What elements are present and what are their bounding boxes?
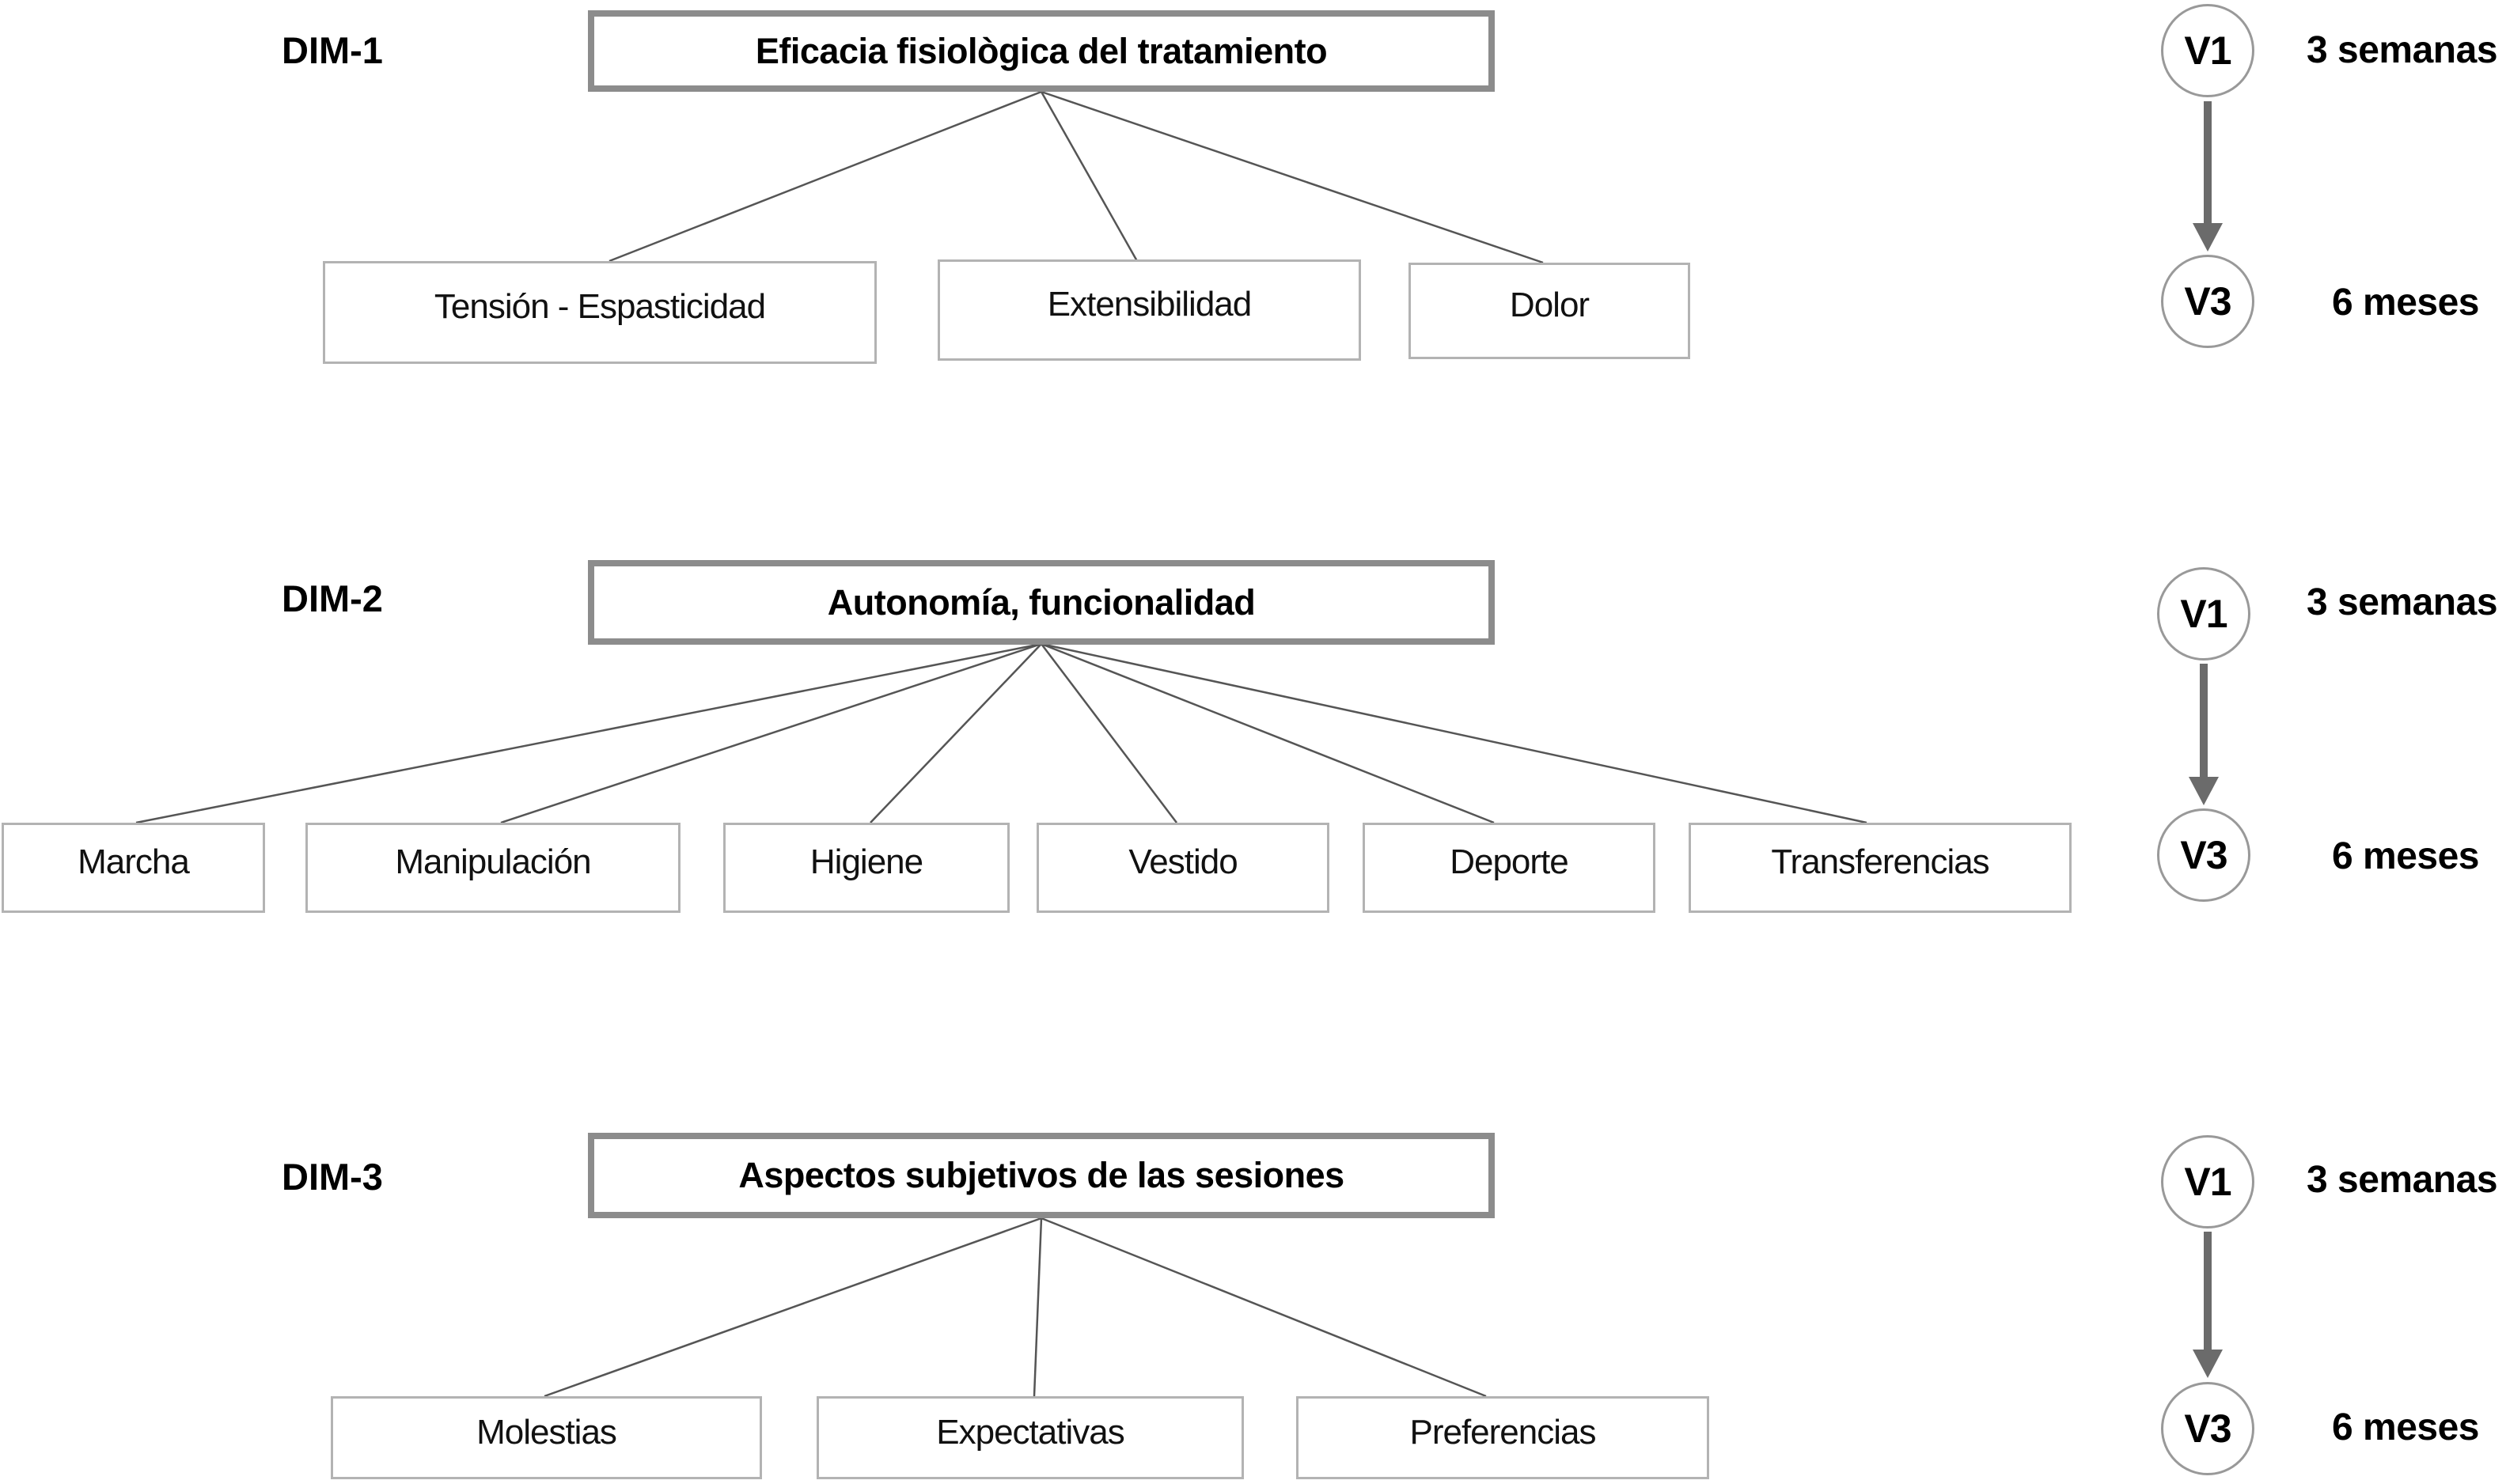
dim-2-child-manipulacion-label: Manipulación (395, 842, 591, 881)
dim-3-title-box: Aspectos subjetivos de las sesiones (588, 1133, 1495, 1218)
dim-1-child-extensibilidad-label: Extensibilidad (1047, 285, 1252, 324)
dim-3-connector-0 (544, 1217, 1042, 1398)
dim-3-connector-fan (544, 1217, 1487, 1398)
dim-3-v1-label: V1 (2184, 1160, 2231, 1204)
dim-2-v3-circle: V3 (2157, 808, 2250, 902)
dim-2-v1-circle: V1 (2157, 567, 2250, 661)
dim-1-label: DIM-1 (282, 29, 383, 71)
dim-2-start-time: 3 semanas (2307, 581, 2498, 623)
dim-1-v3-circle: V3 (2161, 255, 2254, 348)
dim-3-child-molestias-label: Molestias (476, 1412, 617, 1452)
dim-1-child-dolor-label: Dolor (1509, 286, 1590, 324)
dim-1-connector-2 (1041, 90, 1544, 264)
dim-2-v1-v3-arrow (2189, 664, 2219, 805)
dim-2-v1-label: V1 (2180, 592, 2227, 636)
dim-3-child-preferencias-label: Preferencias (1409, 1412, 1596, 1452)
dim-3-connector-2 (1041, 1217, 1487, 1398)
dim-1-title-box: Eficacia fisiològica del tratamiento (588, 10, 1495, 92)
dim-1-connector-1 (1040, 91, 1139, 262)
dim-1-connector-fan (608, 90, 1544, 264)
dim-2-child-transferencias-label: Transferencias (1771, 842, 1989, 881)
dim-3-v3-circle: V3 (2161, 1382, 2254, 1475)
dim-2-connector-fan (135, 642, 1867, 824)
dim-2-connector-0 (135, 642, 1042, 824)
dim-2-title-box: Autonomía, funcionalidad (588, 560, 1495, 645)
dim-3-child-expectativas-label: Expectativas (936, 1412, 1124, 1452)
dim-3-title: Aspectos subjetivos de las sesiones (738, 1155, 1344, 1195)
dim-2-connector-2 (870, 643, 1042, 823)
dim-3-start-time: 3 semanas (2307, 1159, 2498, 1201)
dim-1-start-time: 3 semanas (2307, 29, 2498, 71)
dim-2-child-deporte: Deporte (1363, 823, 1655, 913)
dim-2-end-time: 6 meses (2332, 835, 2480, 877)
dim-1-v3-label: V3 (2184, 279, 2231, 324)
dim-1-child-tension-espasticidad: Tensión - Espasticidad (323, 261, 877, 364)
dim-1-title: Eficacia fisiològica del tratamiento (755, 30, 1328, 71)
dim-3-v3-label: V3 (2184, 1406, 2231, 1451)
dim-1-end-time: 6 meses (2332, 282, 2480, 324)
dim-3-end-time: 6 meses (2332, 1406, 2480, 1448)
dim-3-connector-1 (1033, 1217, 1043, 1397)
dim-3-child-expectativas: Expectativas (817, 1396, 1244, 1479)
dim-2-child-deporte-label: Deporte (1450, 842, 1569, 881)
dim-1-child-tension-espasticidad-label: Tensión - Espasticidad (434, 287, 766, 326)
dim-1-connector-0 (608, 90, 1042, 263)
dim-2-v3-label: V3 (2180, 833, 2227, 877)
dim-2-child-marcha-label: Marcha (78, 842, 190, 881)
dim-1-child-extensibilidad: Extensibilidad (938, 259, 1361, 361)
dim-1-v1-circle: V1 (2161, 4, 2254, 97)
dim-2-connector-3 (1041, 643, 1177, 823)
dim-3-label: DIM-3 (282, 1156, 383, 1198)
dim-1-v1-v3-arrow (2193, 101, 2223, 252)
dim-2-connector-1 (500, 642, 1042, 824)
dim-2-child-vestido-label: Vestido (1128, 842, 1238, 881)
dim-3-v1-circle: V1 (2161, 1135, 2254, 1228)
dim-3-v1-v3-arrow (2193, 1232, 2223, 1378)
dim-1-child-dolor: Dolor (1408, 263, 1690, 359)
dim-2-child-vestido: Vestido (1037, 823, 1329, 913)
dim-2-title: Autonomía, funcionalidad (827, 581, 1256, 623)
dim-2-connector-4 (1041, 642, 1495, 824)
dim-2-child-higiene: Higiene (723, 823, 1010, 913)
dim-2-child-higiene-label: Higiene (809, 842, 923, 881)
dim-3-child-molestias: Molestias (331, 1396, 762, 1479)
dim-2-connector-5 (1041, 642, 1867, 824)
dim-2-child-marcha: Marcha (2, 823, 265, 913)
dim-2-label: DIM-2 (282, 577, 383, 619)
dim-1-v1-label: V1 (2184, 28, 2231, 73)
dim-3-child-preferencias: Preferencias (1296, 1396, 1709, 1479)
dim-2-child-transferencias: Transferencias (1689, 823, 2072, 913)
dim-2-child-manipulacion: Manipulación (305, 823, 681, 913)
